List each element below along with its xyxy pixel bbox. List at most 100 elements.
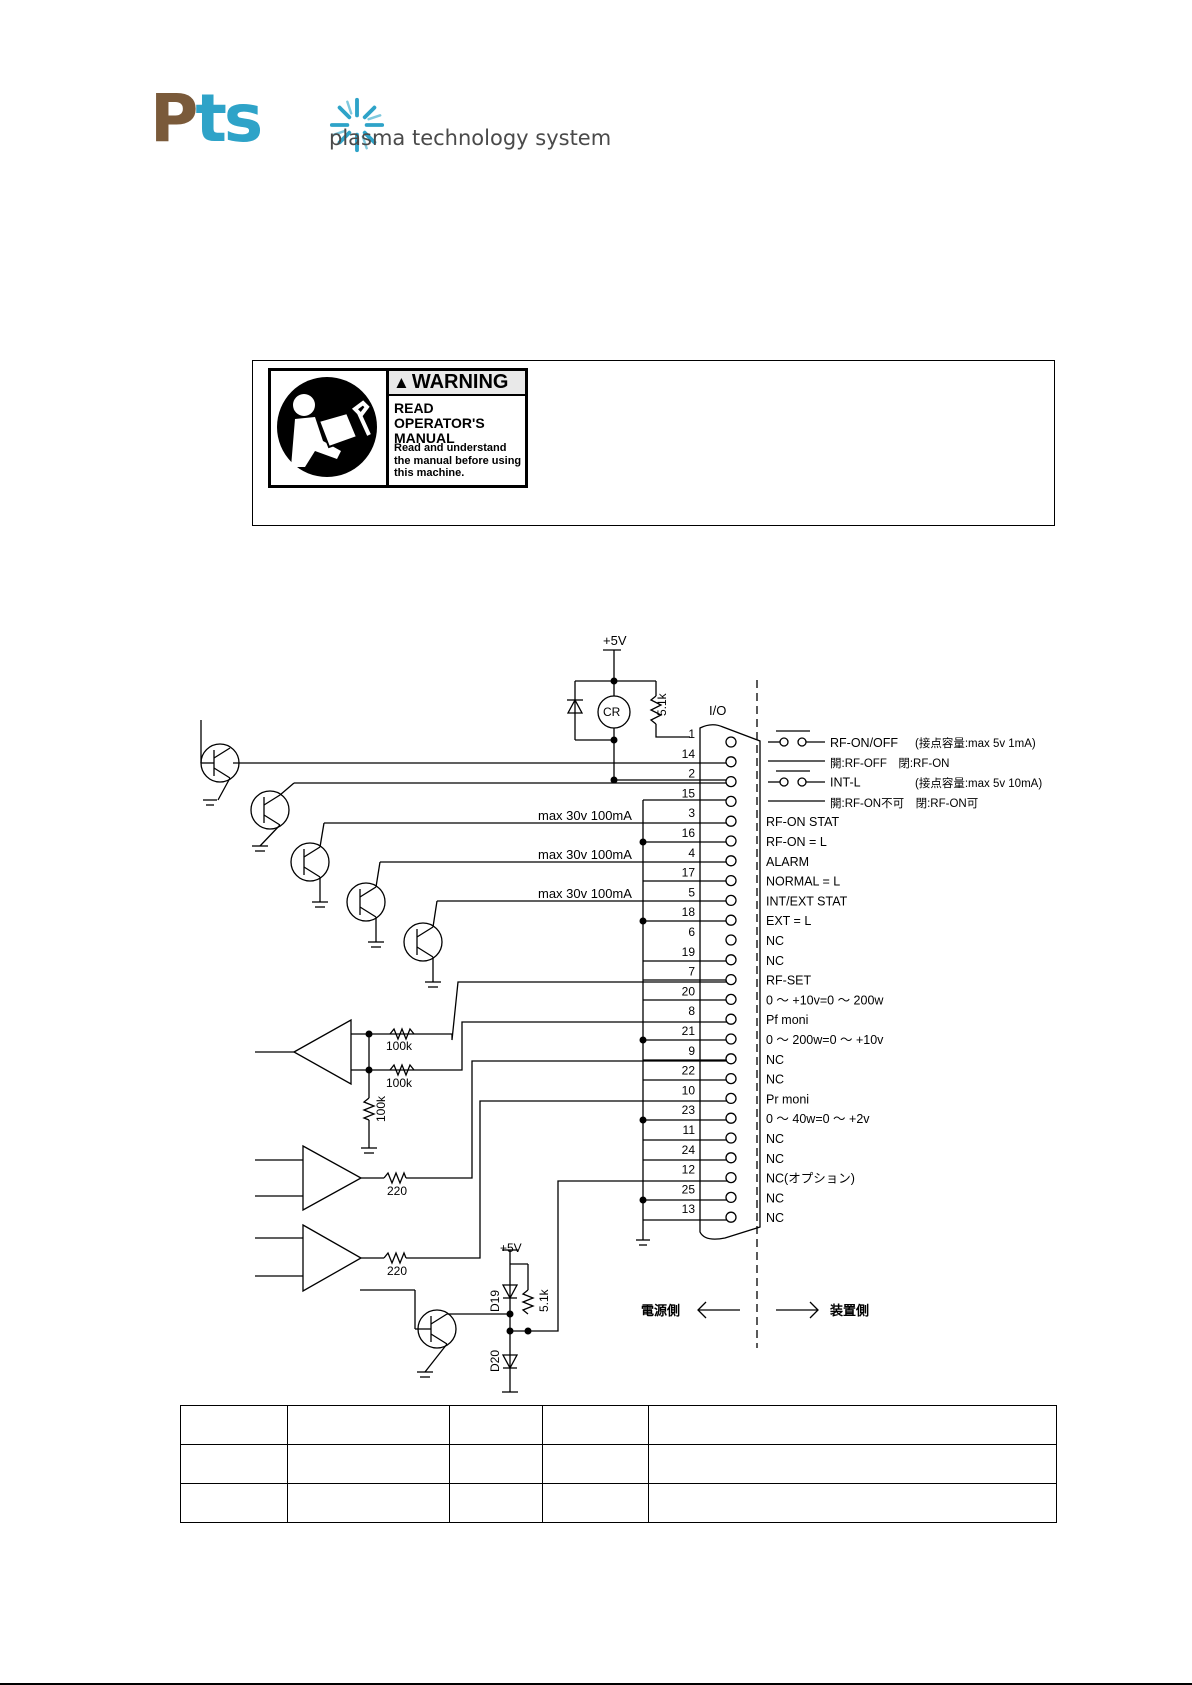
pin-contact xyxy=(725,954,737,966)
table-cell xyxy=(542,1483,649,1523)
pin-number: 20 xyxy=(682,984,696,998)
resistor-top-label: 5.1k xyxy=(655,692,669,716)
pin-contact xyxy=(725,1191,737,1204)
sparkle-icon xyxy=(329,97,385,153)
pin-contact xyxy=(725,756,737,768)
pin-number: 4 xyxy=(688,846,695,860)
warning-panel: ▲WARNING READ OPERATOR'S MANUAL Read and… xyxy=(252,360,1055,526)
pin-signal-label: Pr moni xyxy=(766,1092,809,1106)
table-cell xyxy=(180,1483,288,1523)
supply-label-top: +5V xyxy=(603,633,627,648)
table-cell xyxy=(449,1483,543,1523)
pin-signal-label: NC xyxy=(766,1073,784,1087)
logo-letter-p: P xyxy=(150,80,198,157)
pin-number: 13 xyxy=(682,1202,696,1216)
company-logo: Pts plasma technology system xyxy=(150,86,612,160)
pin-number: 6 xyxy=(688,925,695,939)
pin-signal-label: NC xyxy=(766,954,784,968)
resistor-220-a: 220 xyxy=(387,1184,407,1198)
pin-signal-label: NC xyxy=(766,1152,784,1166)
pin-number: 18 xyxy=(682,905,696,919)
relay-label: CR xyxy=(603,705,621,719)
table-cell xyxy=(542,1444,649,1484)
table-cell xyxy=(287,1483,450,1523)
pin-contact xyxy=(725,1092,737,1105)
warning-body: Read and understand the manual before us… xyxy=(394,442,522,479)
diode-d19-label: D19 xyxy=(488,1290,502,1312)
warning-label: ▲WARNING READ OPERATOR'S MANUAL Read and… xyxy=(268,368,528,488)
pin-number: 16 xyxy=(682,826,696,840)
pin-number: 1 xyxy=(688,727,695,741)
pin-contact xyxy=(725,874,737,887)
table-cell xyxy=(287,1405,450,1445)
pin-number: 2 xyxy=(688,767,695,781)
table-cell xyxy=(449,1405,543,1445)
pin-signal-label: 0 ～ +10v=0 ～ 200w xyxy=(766,993,884,1007)
pin-signal-label: 0 ～ 200w=0 ～ +10v xyxy=(766,1033,884,1047)
pin-number: 8 xyxy=(688,1004,695,1018)
pin-number: 15 xyxy=(682,786,696,800)
resistor-220-b: 220 xyxy=(387,1264,407,1278)
spec-table xyxy=(180,1405,1057,1523)
pin-number: 25 xyxy=(682,1182,696,1196)
pin-signal-label: RF-ON = L xyxy=(766,835,827,849)
warning-heading: ▲WARNING xyxy=(389,371,525,396)
pin-contact xyxy=(725,1013,737,1025)
pin-signal-label: ALARM xyxy=(766,855,809,869)
pin-signal-label: NC xyxy=(766,1191,784,1205)
pin-contact xyxy=(725,815,737,827)
resistor-100k-b: 100k xyxy=(386,1076,413,1090)
pin-signal-label: NC(オプション) xyxy=(766,1172,855,1186)
pin-signal-label: Pf moni xyxy=(766,1013,808,1027)
device-side-label: 装置側 xyxy=(829,1303,869,1318)
pin-contact xyxy=(725,1211,737,1223)
pin-number: 10 xyxy=(682,1083,696,1097)
int-l-states: 開:RF-ON不可 閉:RF-ON可 xyxy=(830,797,978,810)
pin-number: 7 xyxy=(688,965,695,979)
power-side-label: 電源側 xyxy=(641,1303,680,1318)
supply-label-bottom: +5V xyxy=(500,1241,522,1255)
pin-contact xyxy=(725,736,737,748)
table-row xyxy=(180,1405,1057,1445)
rf-on-states: 開:RF-OFF 閉:RF-ON xyxy=(830,757,949,770)
page-bottom-rule xyxy=(0,1683,1192,1685)
pin-contact xyxy=(725,934,737,946)
logo-tagline: plasma technology system xyxy=(329,126,612,150)
pin-signal-label: NC xyxy=(766,1211,784,1225)
table-cell xyxy=(542,1405,649,1445)
pin-number: 12 xyxy=(682,1163,696,1177)
collector-note-1: max 30v 100mA xyxy=(538,808,632,823)
pin-contact xyxy=(725,1033,737,1045)
pin-contact xyxy=(725,1072,737,1085)
warning-title: READ OPERATOR'S MANUAL xyxy=(394,400,485,446)
resistor-100k-a: 100k xyxy=(386,1039,413,1053)
table-cell xyxy=(648,1483,1057,1523)
pin-contact xyxy=(725,1171,737,1184)
pin-contact xyxy=(725,973,737,986)
pin-signal-label: EXT = L xyxy=(766,914,811,928)
collector-note-3: max 30v 100mA xyxy=(538,886,632,901)
table-cell xyxy=(648,1444,1057,1484)
pin-signal-label: INT/EXT STAT xyxy=(766,894,848,908)
pin-number: 22 xyxy=(682,1064,696,1078)
pin-contact xyxy=(725,1152,737,1164)
table-row xyxy=(180,1483,1057,1523)
pin-signal-label: 0 ～ 40w=0 ～ +2v xyxy=(766,1112,870,1126)
pin-contact xyxy=(725,855,737,867)
pin-number: 11 xyxy=(683,1123,696,1137)
connector-label: I/O xyxy=(709,703,726,718)
collector-note-2: max 30v 100mA xyxy=(538,847,632,862)
pin-contact xyxy=(725,914,737,926)
table-row xyxy=(180,1444,1057,1484)
table-cell xyxy=(180,1444,288,1484)
read-manual-icon xyxy=(271,371,389,485)
pin-contact xyxy=(725,993,737,1006)
pin-signal-label: NC xyxy=(766,1053,784,1067)
logo-letters-ts: ts xyxy=(195,80,263,157)
pin-number: 3 xyxy=(688,806,695,820)
table-cell xyxy=(180,1405,288,1445)
pin-contact xyxy=(725,894,737,907)
pin-number: 19 xyxy=(682,945,696,959)
pin-number: 24 xyxy=(682,1143,696,1157)
